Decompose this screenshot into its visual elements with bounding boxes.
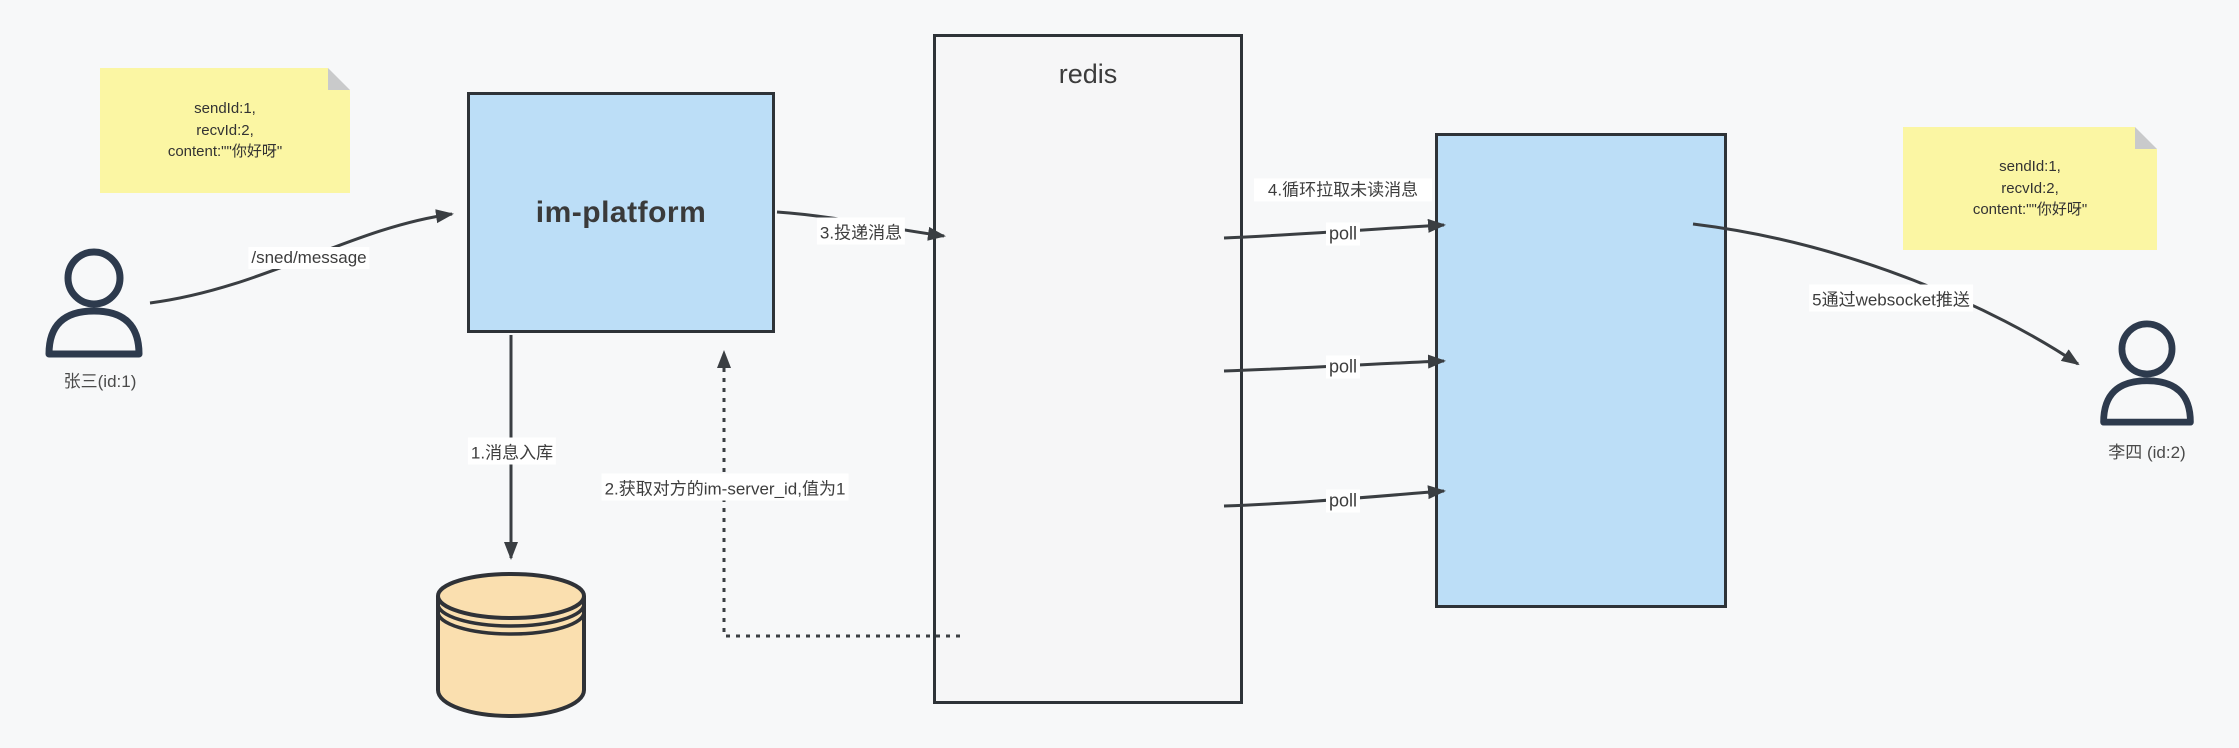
sender-person-icon [45, 248, 143, 358]
im-platform-box: im-platform [467, 92, 775, 333]
note-line: content:""你好呀" [1972, 201, 2088, 219]
note-line: sendId:1, [1999, 157, 2061, 175]
note-line: sendId:1, [194, 99, 256, 117]
note-fold-corner [2135, 127, 2157, 149]
get-serverid-label: 2.获取对方的im-server_id,值为1 [601, 473, 849, 501]
redis-container: redis [933, 34, 1243, 704]
receiver-person-icon [2100, 320, 2194, 426]
note-line: recvId:2, [2001, 179, 2059, 197]
note-fold-corner [328, 68, 350, 90]
mysql-cylinder-icon [436, 572, 586, 719]
poll-label-2: poll [1325, 355, 1361, 379]
receiver-label: 李四 (id:2) [2108, 443, 2186, 462]
im-platform-label: im-platform [535, 195, 707, 229]
deliver-message-label: 3.投递消息 [816, 217, 906, 245]
send-message-label: /sned/message [248, 247, 370, 269]
redis-title: redis [1058, 59, 1118, 89]
poll-loop-label: 4.循环拉取未读消息 [1254, 178, 1432, 202]
poll-label-3: poll [1325, 489, 1361, 513]
im-server-cluster [1435, 133, 1727, 608]
store-message-label: 1.消息入库 [467, 437, 557, 465]
websocket-push-label: 5通过websocket推送 [1809, 284, 1973, 312]
sender-label: 张三(id:1) [63, 372, 137, 391]
poll-label-1: poll [1325, 222, 1361, 246]
note-line: content:""你好呀" [167, 143, 283, 161]
note-line: recvId:2, [196, 121, 254, 139]
receiver-message-note: sendId:1, recvId:2, content:""你好呀" [1903, 127, 2157, 250]
sender-message-note: sendId:1, recvId:2, content:""你好呀" [100, 68, 350, 193]
